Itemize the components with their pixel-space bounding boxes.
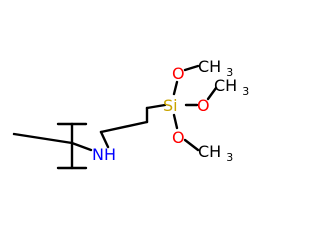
bond-si-o-top (172, 80, 179, 96)
subscript-digit: 3 (226, 66, 233, 79)
bond-si-o-bottom (172, 113, 179, 130)
bond-c3-si (145, 103, 167, 110)
bond-tbu-methyl-right (70, 141, 93, 152)
atom-oxygen-top-label: O (172, 64, 185, 83)
bond-o-bottom-methyl (183, 138, 200, 152)
molecule-drawing: NH Si O O O CH 3 CH 3 CH 3 (12, 57, 249, 170)
structure-diagram: NH Si O O O CH 3 CH 3 CH 3 (12, 57, 249, 170)
methyl-top-text: CH (198, 57, 221, 76)
methyl-top-label: CH 3 (198, 57, 233, 79)
bond-o-top-methyl (183, 64, 200, 72)
bond-o-right-methyl (206, 86, 218, 101)
atom-silicon-label: Si (163, 96, 178, 115)
bond-n-c1 (99, 130, 110, 149)
methyl-bottom-label: CH 3 (198, 142, 233, 164)
atom-oxygen-bottom-label: O (172, 128, 185, 147)
methyl-right-text: CH (214, 76, 237, 95)
bond-tbu-methyl-left (12, 132, 74, 145)
subscript-digit: 3 (242, 85, 249, 98)
bond-c1-c2 (99, 120, 149, 134)
atom-nitrogen-label: NH (92, 145, 116, 164)
subscript-digit: 3 (226, 151, 233, 164)
methyl-right-label: CH 3 (214, 76, 249, 98)
methyl-bottom-text: CH (198, 142, 221, 161)
atom-oxygen-right-label: O (197, 96, 210, 115)
